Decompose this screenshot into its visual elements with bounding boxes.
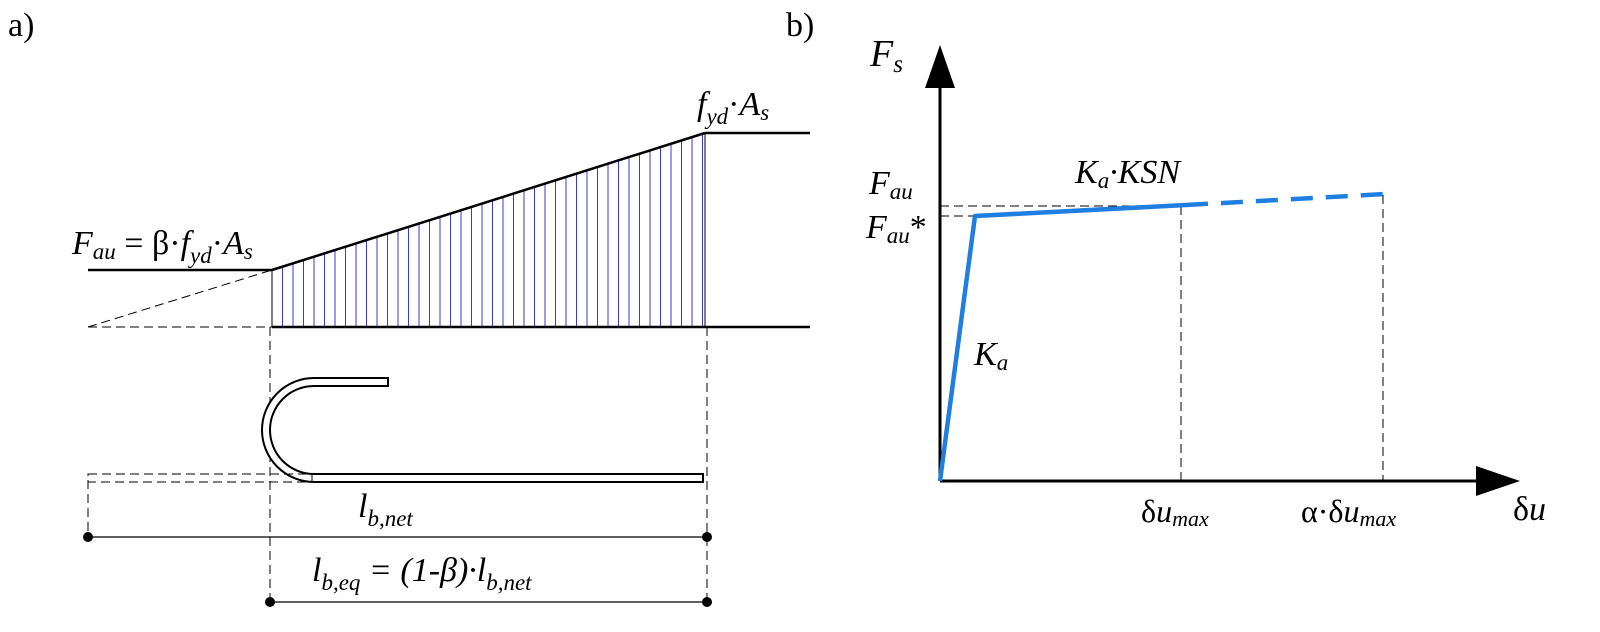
- dim-net-left-dot: [83, 532, 93, 542]
- force-slip-curve-extension-dashed: [1185, 191, 1387, 208]
- dim-net-right-dot: [702, 532, 712, 542]
- yield-force-label: fyd·As: [697, 86, 769, 129]
- ramp-extension-dashed: [87, 269, 273, 328]
- f-au-star-label: Fau*: [865, 209, 927, 248]
- y-axis-arrow: [925, 45, 955, 88]
- ka-label: Ka: [973, 336, 1008, 375]
- panel-a-label: a): [8, 7, 34, 44]
- x-axis-label: δu: [1513, 491, 1546, 528]
- dim-eq-right-dot: [702, 597, 712, 607]
- f-au-label: Fau: [868, 165, 913, 204]
- hooked-rebar: [261, 377, 704, 483]
- alpha-du-max-label: α·δumax: [1301, 493, 1396, 531]
- straight-bar-dashed: [87, 473, 313, 483]
- force-slip-curve: [937, 202, 1187, 482]
- y-axis-label: Fs: [869, 33, 903, 78]
- du-max-label: δumax: [1141, 493, 1209, 531]
- force-ramp-line: [271, 131, 706, 272]
- anchor-force-label: Fau = β·fyd·As: [71, 225, 253, 268]
- dim-net-label: lb,net: [358, 488, 413, 531]
- x-axis-arrow: [1476, 466, 1520, 496]
- stress-hatching: [282, 133, 703, 327]
- ka-ksn-label: Ka·KSN: [1074, 154, 1182, 193]
- panel-b-label: b): [786, 7, 814, 44]
- dim-eq-left-dot: [265, 597, 275, 607]
- dim-eq-label: lb,eq = (1-β)·lb,net: [312, 552, 532, 595]
